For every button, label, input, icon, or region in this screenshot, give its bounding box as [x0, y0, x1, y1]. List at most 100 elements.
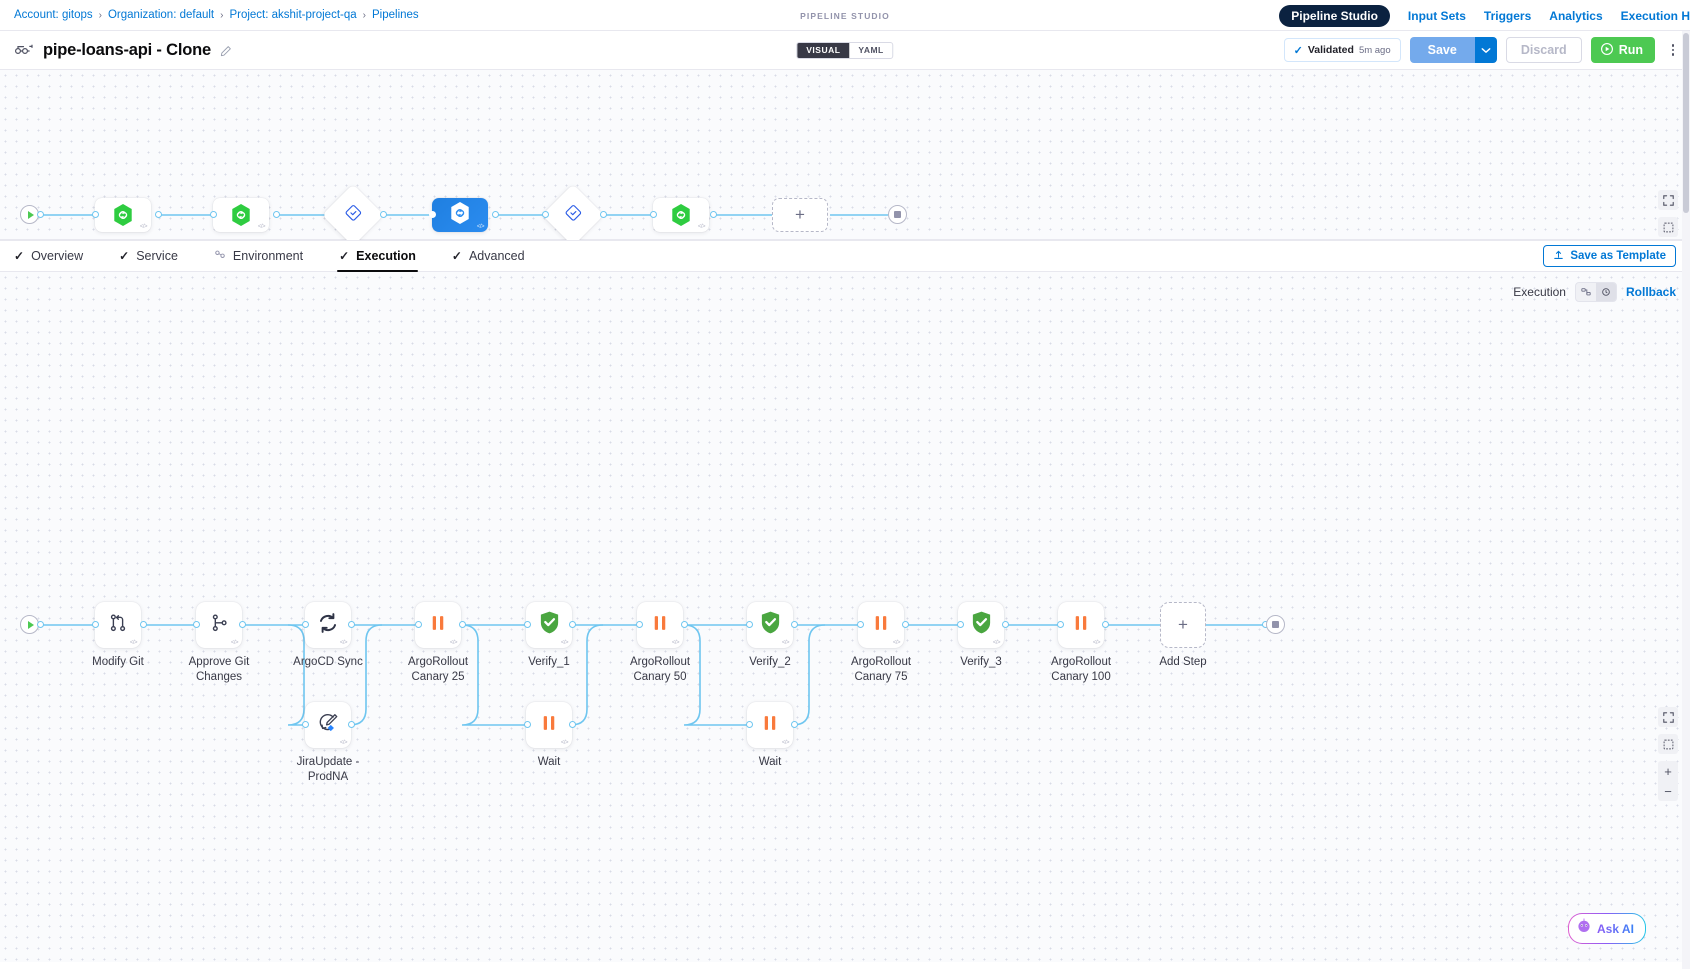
argo-rollout-pause-icon — [539, 713, 559, 738]
discard-button[interactable]: Discard — [1505, 37, 1582, 63]
step-node-jiraupdate-prodna[interactable]: </> JiraUpdate - ProdNA — [297, 702, 359, 783]
code-glyph-icon: </> — [781, 740, 790, 746]
stage-node-prod-approval-gate[interactable]: Prod Approval Gate — [317, 183, 389, 269]
approval-diamond-card[interactable] — [541, 183, 605, 247]
step-node-modify-git[interactable]: </> Modify Git — [92, 602, 144, 668]
tab-environment[interactable]: Environment — [214, 240, 303, 272]
page-scrollbar-thumb[interactable] — [1683, 33, 1689, 213]
step-card[interactable]: </> — [637, 602, 683, 648]
step-card[interactable]: </> — [196, 602, 242, 648]
step-edge-dot — [791, 721, 798, 728]
step-card[interactable]: </> — [747, 602, 793, 648]
nav-analytics[interactable]: Analytics — [1549, 8, 1603, 23]
step-edge-dot — [681, 621, 688, 628]
zoom-out-button[interactable]: − — [1664, 783, 1672, 799]
step-card[interactable]: </> — [858, 602, 904, 648]
more-options-icon[interactable] — [1664, 38, 1682, 62]
fit-to-screen-icon[interactable] — [1658, 734, 1678, 754]
stage-card[interactable]: </> — [213, 198, 269, 232]
stage-node-prod-na-deploy[interactable]: </> Prod-NA Deploy — [419, 198, 501, 254]
page-scrollbar[interactable] — [1682, 31, 1690, 969]
steps-canvas-controls: + − — [1658, 707, 1678, 801]
tab-execution[interactable]: ✓ Execution — [337, 240, 418, 272]
edit-pencil-icon[interactable] — [220, 44, 232, 57]
add-stage-button[interactable]: + — [772, 198, 828, 232]
stages-canvas[interactable]: </> Dev Deploy </> QA Deploy — [0, 70, 1690, 284]
step-label: ArgoCD Sync — [293, 656, 363, 668]
step-edge-dot — [1057, 621, 1064, 628]
save-as-template-button[interactable]: Save as Template — [1543, 245, 1676, 267]
step-node-argorollout-canary-100[interactable]: </> ArgoRollout Canary 100 — [1051, 602, 1111, 683]
step-node-wait-1[interactable]: </> Wait — [526, 702, 572, 768]
breadcrumb-separator-icon: › — [220, 9, 224, 21]
tab-service[interactable]: ✓ Service — [119, 240, 178, 272]
step-node-verify-1[interactable]: </> Verify_1 — [526, 602, 572, 668]
step-card[interactable]: </> — [747, 702, 793, 748]
step-edge-dot — [239, 621, 246, 628]
step-node-verify-2[interactable]: </> Verify_2 — [747, 602, 793, 668]
diagram-view-icon[interactable] — [1595, 283, 1616, 301]
tab-advanced[interactable]: ✓ Advanced — [452, 240, 525, 272]
code-glyph-icon: </> — [992, 640, 1001, 646]
step-node-argocd-sync[interactable]: </> ArgoCD Sync — [293, 602, 363, 668]
approval-diamond-card[interactable] — [321, 183, 385, 247]
breadcrumb-project[interactable]: Project: akshit-project-qa — [229, 9, 357, 21]
add-stage-node[interactable]: + Add Stage — [772, 198, 828, 254]
visual-yaml-toggle[interactable]: VISUAL YAML — [796, 41, 894, 59]
step-node-wait-2[interactable]: </> Wait — [747, 702, 793, 768]
stage-node-prod-highreg-deploy[interactable]: </> Prod-HighReg Deploy — [645, 198, 717, 269]
execution-steps-canvas[interactable]: Execution Rollback — [0, 272, 1690, 962]
step-node-argorollout-canary-50[interactable]: </> ArgoRollout Canary 50 — [630, 602, 690, 683]
step-edge-dot — [569, 721, 576, 728]
fullscreen-icon[interactable] — [1658, 707, 1678, 727]
argo-rollout-pause-icon — [1071, 613, 1091, 638]
stage-card-selected[interactable]: </> — [432, 198, 488, 232]
nav-input-sets[interactable]: Input Sets — [1407, 8, 1466, 23]
zoom-in-button[interactable]: + — [1664, 763, 1672, 779]
run-button[interactable]: Run — [1590, 37, 1655, 63]
step-card[interactable]: </> — [95, 602, 141, 648]
stage-card[interactable]: </> — [653, 198, 709, 232]
step-card[interactable]: </> — [526, 702, 572, 748]
step-card[interactable]: </> — [305, 602, 351, 648]
stage-node-highreg-approval-gate[interactable]: HighReg Approval Gate — [536, 183, 610, 269]
toggle-visual[interactable]: VISUAL — [797, 42, 850, 58]
tab-overview[interactable]: ✓ Overview — [14, 240, 83, 272]
validated-badge[interactable]: ✓ Validated 5m ago — [1283, 38, 1401, 62]
argo-rollout-pause-icon — [871, 613, 891, 638]
graph-view-icon[interactable] — [1576, 283, 1596, 301]
step-card[interactable]: </> — [415, 602, 461, 648]
stage-card[interactable]: </> — [95, 198, 151, 232]
step-card[interactable]: </> — [526, 602, 572, 648]
check-icon: ✓ — [119, 249, 130, 263]
fullscreen-icon[interactable] — [1658, 190, 1678, 210]
argo-hexagon-icon — [449, 201, 471, 230]
step-card[interactable]: </> — [305, 702, 351, 748]
rollback-link[interactable]: Rollback — [1625, 285, 1676, 299]
nav-triggers[interactable]: Triggers — [1483, 8, 1532, 23]
add-step-node[interactable]: + Add Step — [1159, 602, 1207, 668]
breadcrumb-account[interactable]: Account: gitops — [14, 9, 93, 21]
breadcrumb-organization[interactable]: Organization: default — [107, 9, 215, 21]
step-edge-dot — [1002, 621, 1009, 628]
save-dropdown-caret-icon[interactable] — [1474, 37, 1497, 63]
toggle-yaml[interactable]: YAML — [858, 45, 884, 55]
tab-label: Overview — [31, 249, 84, 263]
step-card[interactable]: </> — [1058, 602, 1104, 648]
step-node-argorollout-canary-25[interactable]: </> ArgoRollout Canary 25 — [408, 602, 468, 683]
step-edge-dot — [92, 621, 99, 628]
nav-pipeline-studio[interactable]: Pipeline Studio — [1279, 4, 1390, 27]
step-card[interactable]: </> — [958, 602, 1004, 648]
nav-execution-history[interactable]: Execution H — [1620, 8, 1690, 23]
stage-node-qa-deploy[interactable]: </> QA Deploy — [213, 198, 269, 254]
stage-node-dev-deploy[interactable]: </> Dev Deploy — [93, 198, 153, 254]
add-step-button[interactable]: + — [1160, 602, 1206, 648]
step-node-verify-3[interactable]: </> Verify_3 — [958, 602, 1004, 668]
step-node-approve-git-changes[interactable]: </> Approve Git Changes — [189, 602, 249, 683]
breadcrumb-pipelines[interactable]: Pipelines — [372, 9, 419, 21]
step-edge-dot — [302, 621, 309, 628]
ask-ai-button[interactable]: Ask AI — [1568, 913, 1646, 944]
save-button[interactable]: Save — [1409, 37, 1475, 63]
step-node-argorollout-canary-75[interactable]: </> ArgoRollout Canary 75 — [851, 602, 911, 683]
fit-to-screen-icon[interactable] — [1658, 217, 1678, 237]
